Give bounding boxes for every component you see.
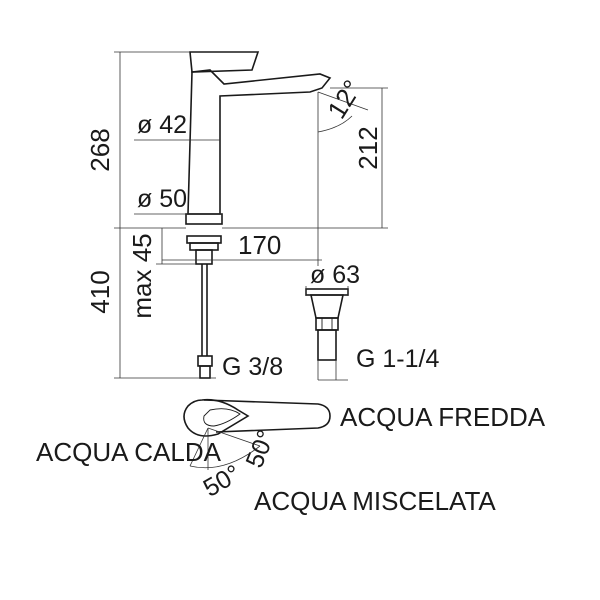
max-thickness-label: max 45 xyxy=(127,233,157,318)
waste-diameter-label: ø 63 xyxy=(310,261,360,289)
dimension-lines xyxy=(114,51,388,381)
hose-length-label: 410 xyxy=(85,270,115,313)
hose-thread-label: G 3/8 xyxy=(222,353,283,381)
height-total-label: 268 xyxy=(85,128,115,171)
spout-angle-label: 12° xyxy=(321,75,367,124)
lever-top-view xyxy=(183,398,331,470)
faucet-body xyxy=(185,51,332,379)
hot-water-label: ACQUA CALDA xyxy=(36,437,222,467)
diameter-base-label: ø 50 xyxy=(137,185,187,213)
waste-thread-label: G 1-1/4 xyxy=(356,345,439,373)
spout-height-label: 212 xyxy=(353,126,383,169)
water-labels: ACQUA FREDDA ACQUA CALDA ACQUA MISCELATA xyxy=(36,402,546,516)
diameter-body-label: ø 42 xyxy=(137,111,187,139)
mixed-water-label: ACQUA MISCELATA xyxy=(254,486,496,516)
cold-water-label: ACQUA FREDDA xyxy=(340,402,546,432)
lever-angle-right-label: 50° xyxy=(241,426,281,472)
spout-reach-label: 170 xyxy=(238,230,281,260)
waste-drain xyxy=(305,288,349,361)
